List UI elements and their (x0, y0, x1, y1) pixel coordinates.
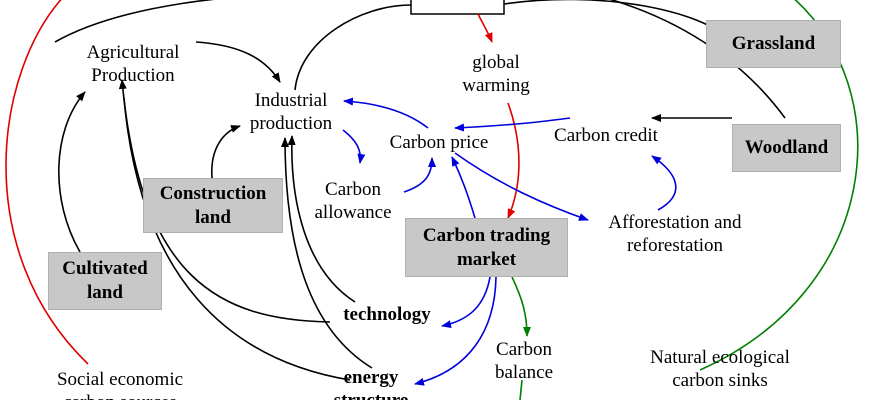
construction-to-industrial (211, 125, 241, 179)
red-top-to-warming (477, 13, 493, 43)
industrial-production-label: Industrial production (249, 90, 333, 134)
arc-top-right (503, 0, 731, 41)
technology-to-agri (118, 79, 331, 323)
carbon-balance-label: Carbon balance (494, 339, 553, 383)
arc-top-to-industrial (294, 4, 412, 91)
carbon-allowance-label: Carbon allowance (314, 179, 392, 223)
arc-top-left (54, 0, 215, 43)
natural-sinks-label: Natural ecological carbon sinks (650, 347, 790, 391)
energy-to-industrial (281, 137, 373, 369)
grassland-box: Grassland (706, 20, 841, 68)
carbon-trading-market-box: Carbon trading market (405, 218, 568, 277)
red-outer-arc (5, 0, 89, 365)
global-warming-label: global warming (462, 52, 530, 96)
red-warming-to-market (507, 102, 520, 219)
carbon-price-label: Carbon price (389, 132, 489, 153)
afforestation-label: Afforestation and reforestation (608, 212, 742, 256)
blue-industrial-to-allowance (342, 129, 366, 164)
woodland-box: Woodland (732, 124, 841, 172)
blue-allowance-to-price (403, 157, 436, 193)
top-box (410, 0, 505, 15)
blue-market-to-energy (414, 276, 497, 386)
blue-market-to-technology (441, 276, 491, 329)
green-balance-tail (519, 379, 523, 400)
cultivated-to-agri (58, 91, 86, 253)
agri-to-industrial (195, 41, 281, 83)
social-sources-label: Social economic carbon sources (56, 369, 184, 400)
energy-structure-label: energy structure (334, 367, 409, 400)
construction-land-box: Construction land (143, 178, 283, 233)
green-market-to-balance (511, 276, 531, 337)
energy-to-agri (123, 97, 351, 381)
technology-label: technology (343, 304, 431, 325)
blue-afforestation-to-credit (651, 155, 677, 211)
blue-market-to-price (451, 156, 476, 219)
agricultural-production-label: Agricultural Production (86, 42, 180, 86)
blue-price-to-afforestation (454, 152, 589, 221)
cultivated-land-box: Cultivated land (48, 252, 162, 310)
blue-credit-to-price (454, 117, 571, 132)
blue-price-to-industrial (343, 97, 429, 129)
technology-to-industrial (287, 135, 356, 303)
carbon-credit-label: Carbon credit (554, 125, 658, 146)
